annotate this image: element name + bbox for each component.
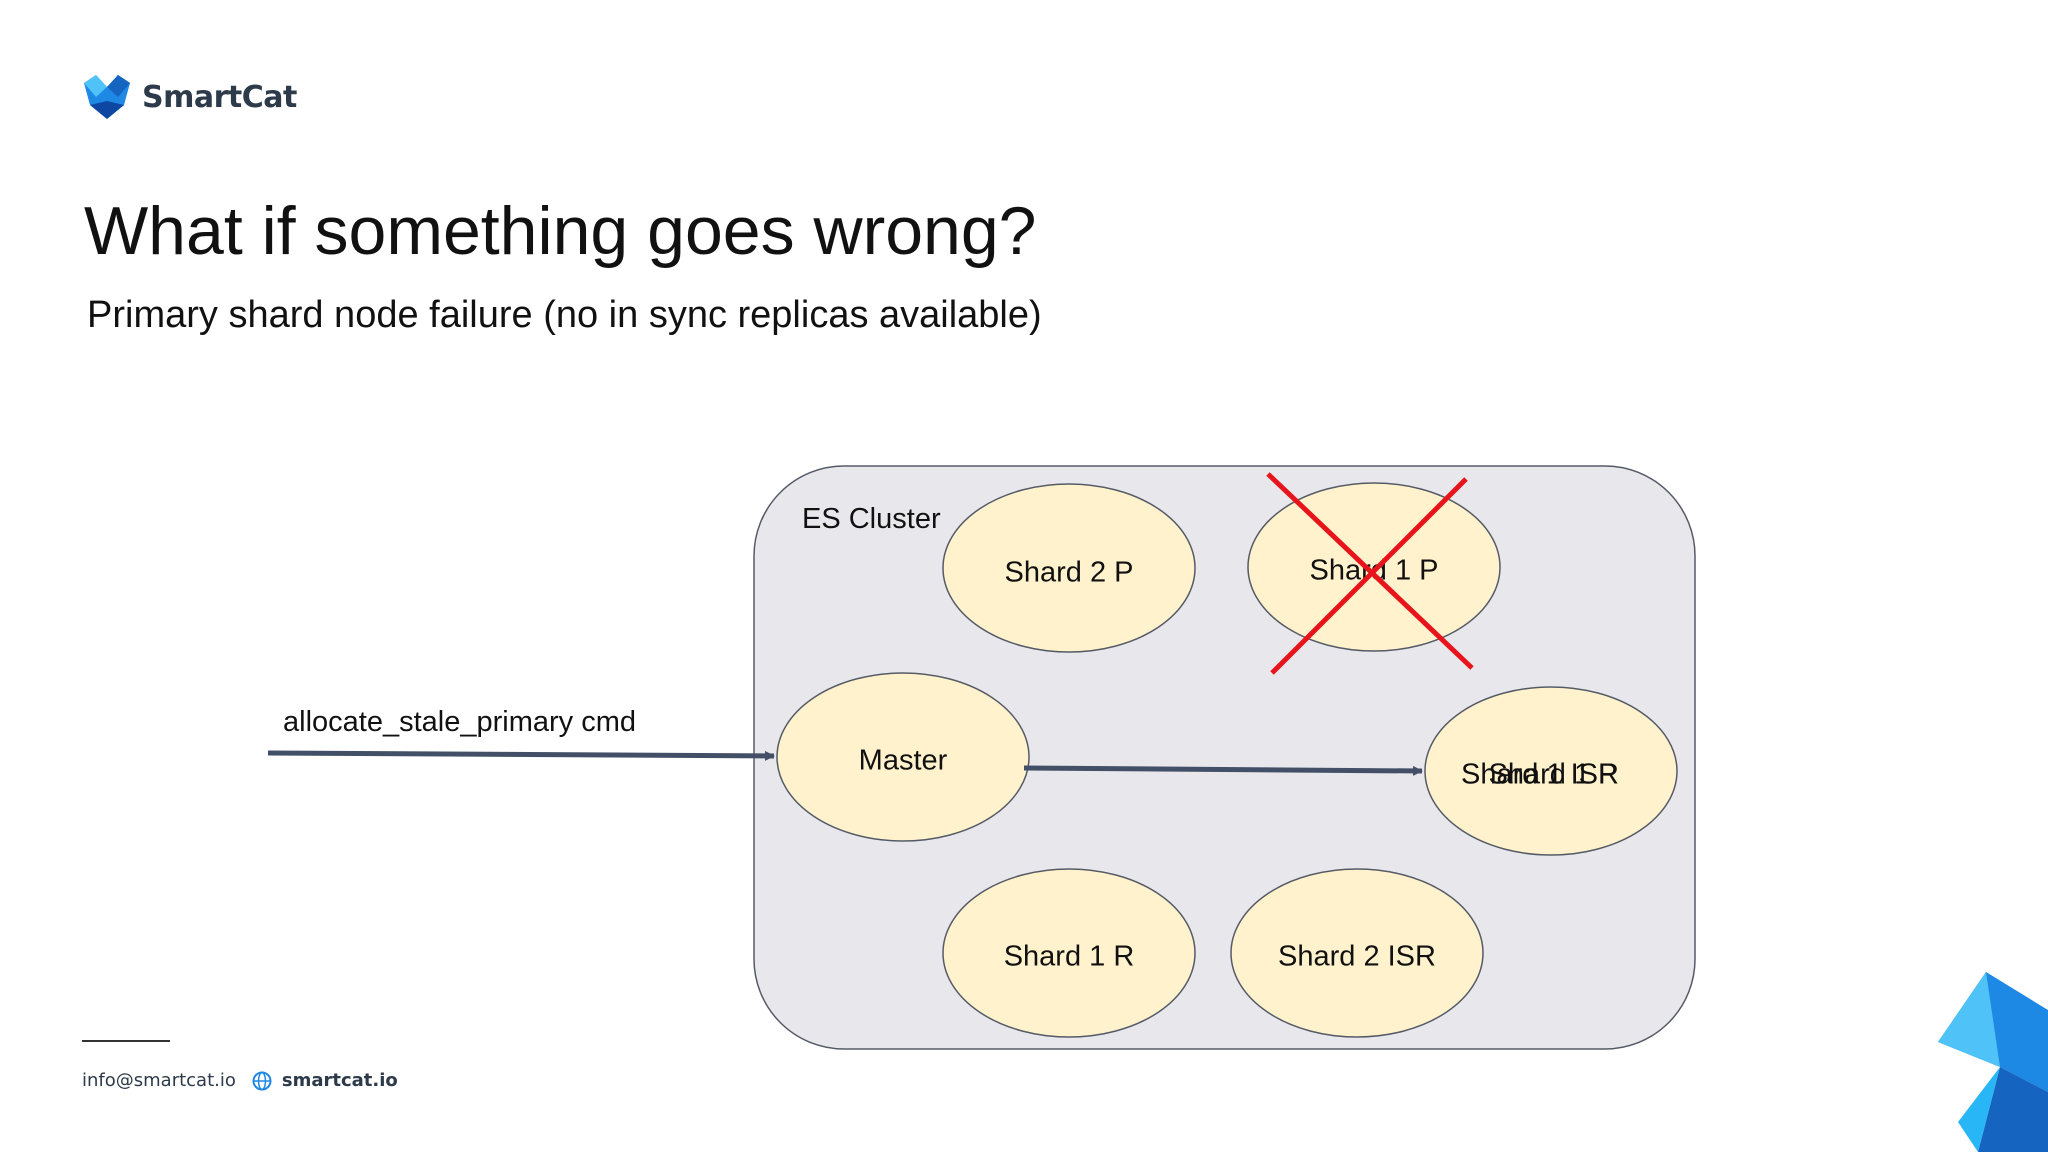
failure-cross-line [1266, 472, 1474, 670]
node-shard-2-isr: Shard 2 ISR [1230, 868, 1484, 1038]
node-label: Shard 1 R [1004, 941, 1135, 973]
slide-subtitle: Primary shard node failure (no in sync r… [87, 294, 1042, 336]
footer-divider [82, 1040, 170, 1042]
es-cluster-label: ES Cluster [802, 503, 941, 535]
node-master: Master [776, 672, 1030, 842]
node-shard-1-p-failed: Shard 1 P [1247, 472, 1501, 675]
slide-title: What if something goes wrong? [84, 193, 1037, 269]
node-label-isr: Shard 1 ISR [1461, 759, 1619, 791]
node-label: Master [859, 745, 948, 777]
failure-cross-line [1270, 477, 1468, 675]
footer-email[interactable]: info@smartcat.io [82, 1070, 236, 1091]
node-label: Shard 2 P [1005, 557, 1134, 589]
node-label: Shard 2 ISR [1278, 941, 1436, 973]
node-shard-1-r: Shard 1 R [942, 868, 1196, 1038]
footer: info@smartcat.io smartcat.io [82, 1070, 398, 1091]
smartcat-logo: SmartCat [80, 72, 297, 122]
command-label: allocate_stale_primary cmd [283, 706, 636, 738]
smartcat-cat-icon [84, 75, 130, 119]
corner-decoration-shape [1938, 972, 2048, 1152]
command-arrow [267, 750, 775, 761]
brand-name: SmartCat [142, 79, 297, 115]
globe-icon [252, 1071, 272, 1090]
node-shard-1-isr-promoted: Shard 1 ISR Shard 1 P [1424, 686, 1678, 856]
node-label-primary: Shard 1 P [1489, 759, 1618, 791]
master-to-replica-arrow [1023, 765, 1423, 776]
node-shard-2-p: Shard 2 P [942, 483, 1196, 653]
footer-website[interactable]: smartcat.io [281, 1070, 398, 1091]
